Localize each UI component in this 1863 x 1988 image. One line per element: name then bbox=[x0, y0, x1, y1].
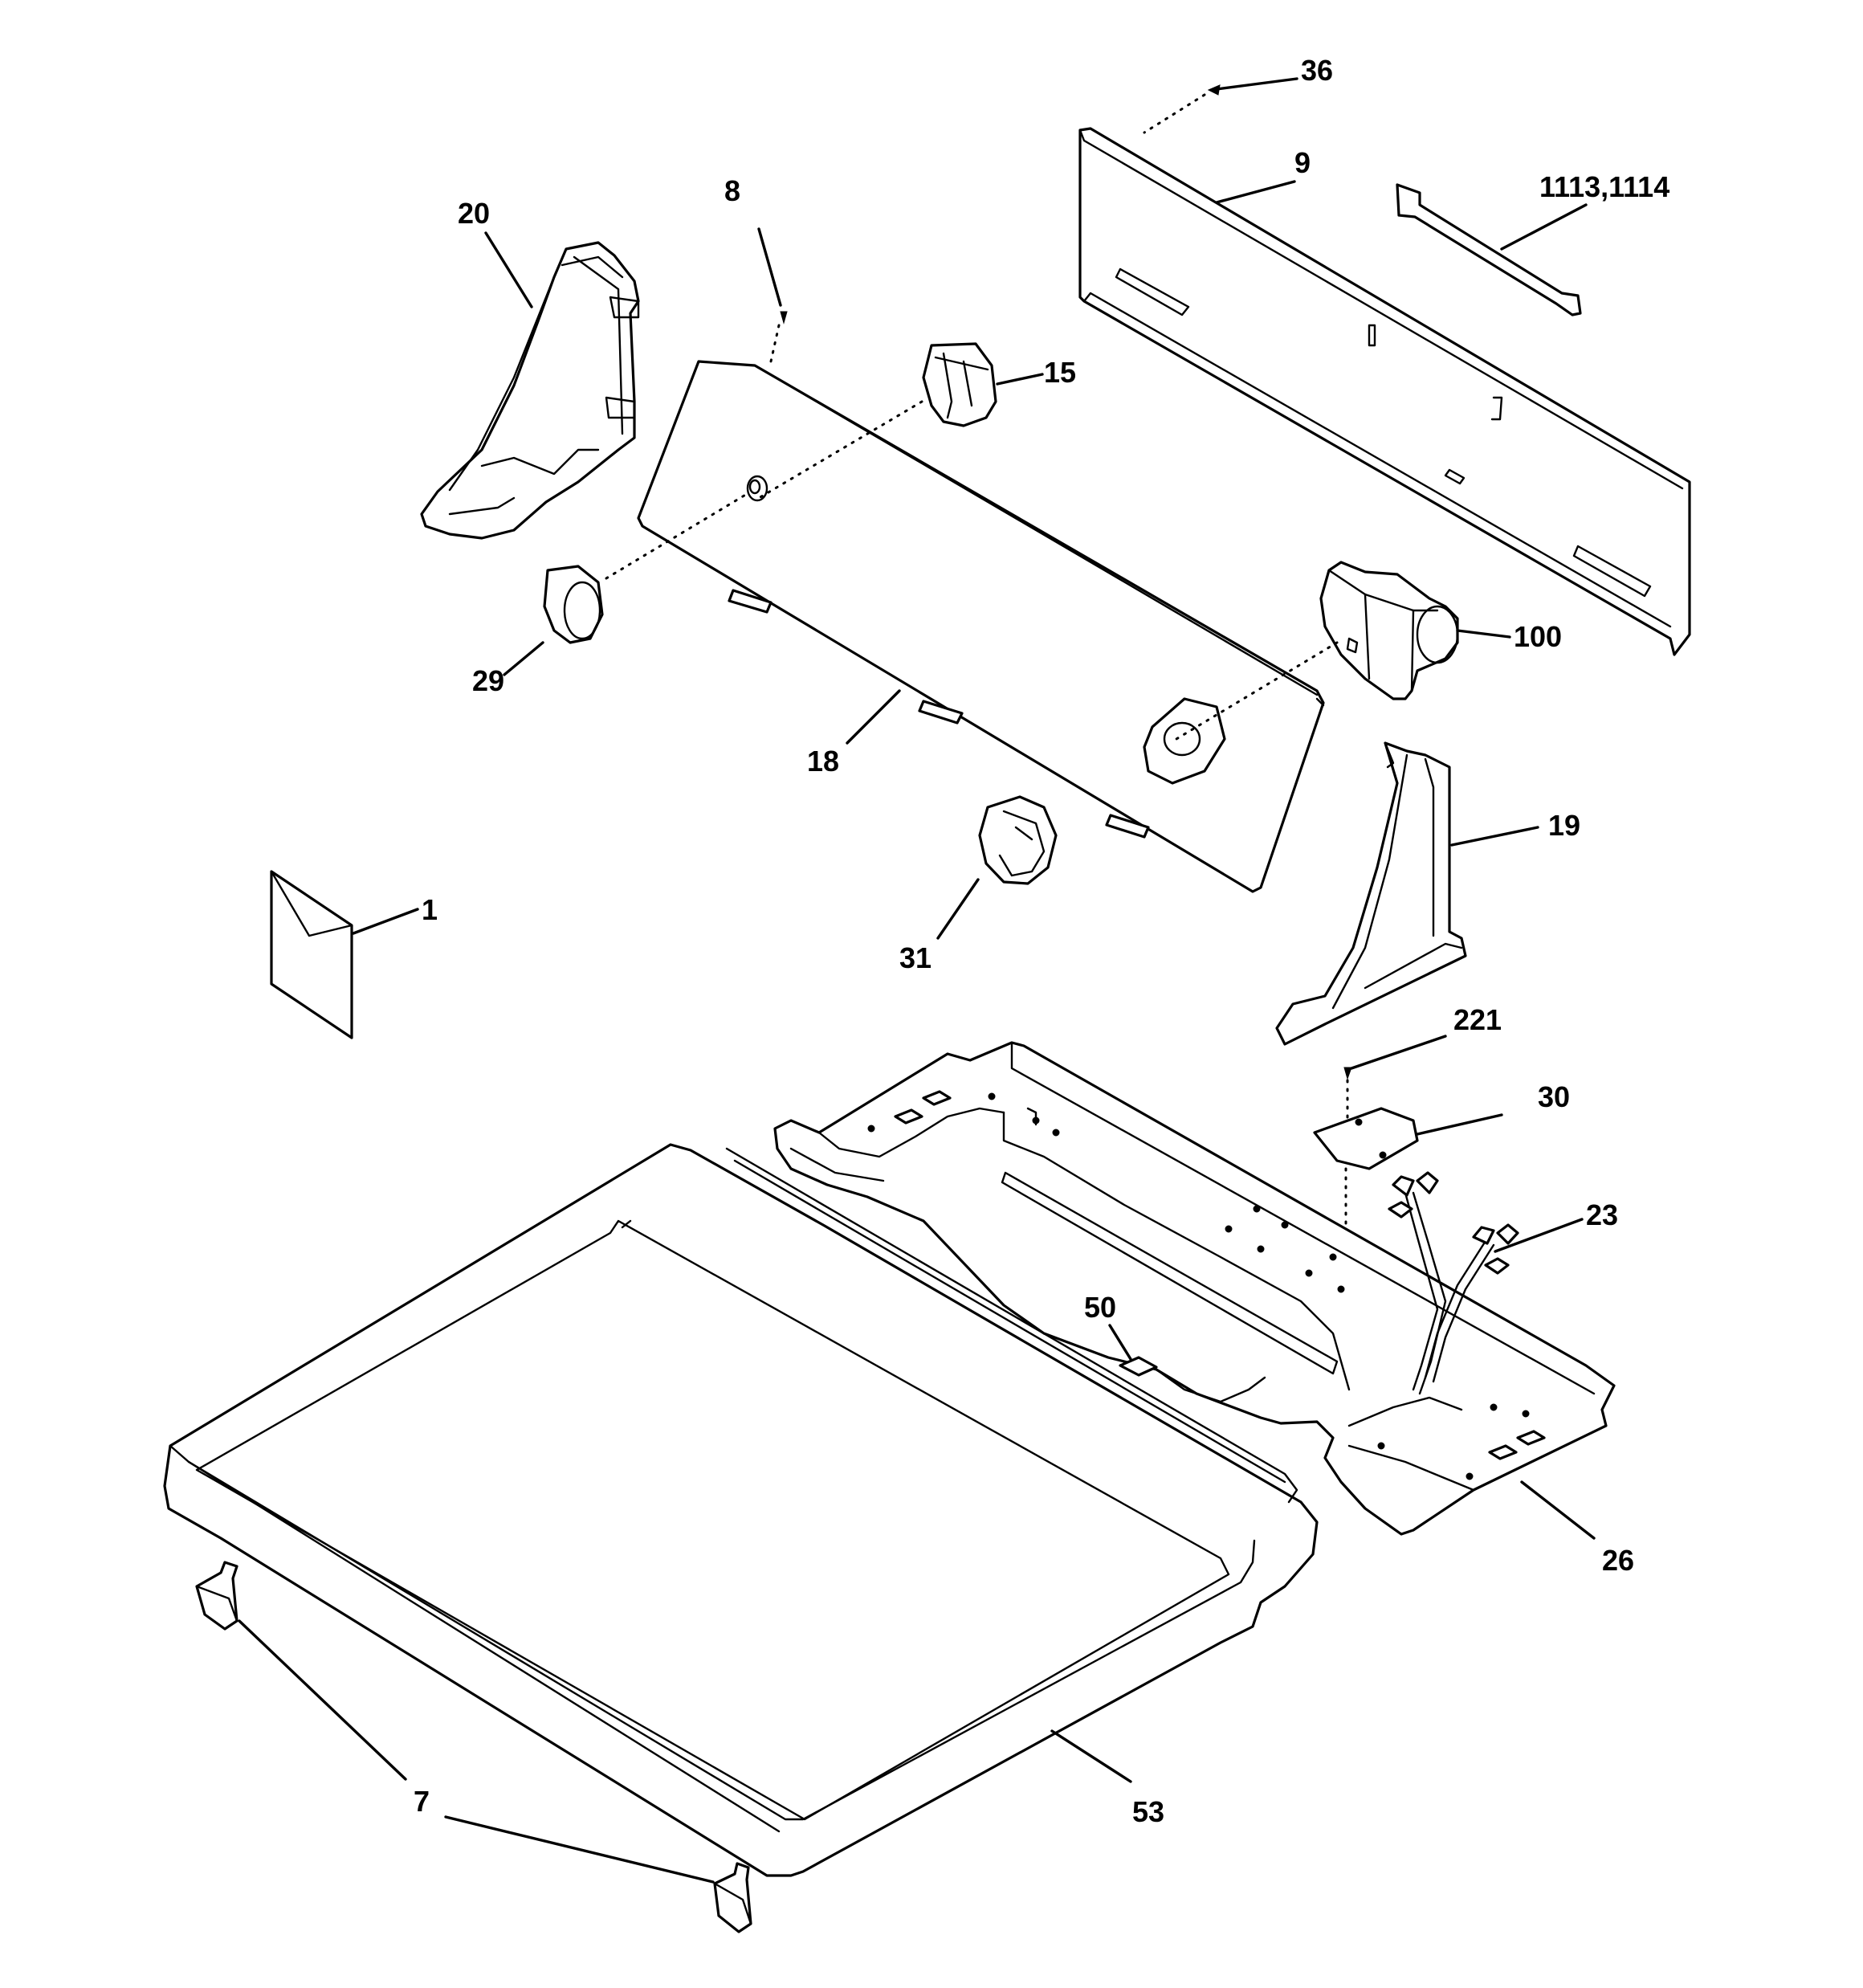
callout-19: 19 bbox=[1548, 809, 1580, 842]
part-1113-1114-bracket bbox=[1396, 183, 1588, 316]
callout-29: 29 bbox=[472, 664, 504, 697]
callout-30: 30 bbox=[1538, 1080, 1570, 1113]
part-50-clip bbox=[1108, 1324, 1266, 1403]
callout-15: 15 bbox=[1044, 356, 1076, 389]
part-36-screw bbox=[1143, 77, 1298, 134]
callout-7: 7 bbox=[414, 1785, 430, 1818]
callout-31: 31 bbox=[899, 941, 932, 974]
callout-23: 23 bbox=[1586, 1198, 1618, 1231]
part-18-control-panel bbox=[637, 360, 1325, 893]
callout-36: 36 bbox=[1301, 54, 1333, 87]
callout-labels: 36 9 1113,1114 20 8 15 100 29 18 19 1 31… bbox=[414, 54, 1669, 1828]
part-53-top-panel bbox=[163, 1143, 1319, 1877]
part-221-screw bbox=[1343, 1035, 1447, 1130]
part-29-knob bbox=[503, 492, 748, 676]
callout-50: 50 bbox=[1084, 1291, 1116, 1324]
part-26-console-base bbox=[773, 1041, 1616, 1540]
callout-1113-1114: 1113,1114 bbox=[1539, 170, 1669, 203]
part-100-timer bbox=[1175, 561, 1511, 741]
callout-53: 53 bbox=[1132, 1795, 1164, 1828]
part-31-selector-knob bbox=[936, 795, 1058, 940]
callout-26: 26 bbox=[1602, 1544, 1634, 1577]
part-1-instruction-booklet bbox=[270, 870, 419, 1039]
callout-18: 18 bbox=[807, 745, 839, 778]
callout-1: 1 bbox=[422, 893, 438, 926]
part-8-screw bbox=[757, 227, 788, 363]
callout-100: 100 bbox=[1514, 620, 1562, 653]
callout-20: 20 bbox=[458, 197, 490, 230]
part-15-switch bbox=[757, 342, 1044, 500]
callout-8: 8 bbox=[724, 174, 740, 207]
part-7-clips bbox=[195, 1561, 752, 1933]
callout-9: 9 bbox=[1294, 146, 1311, 179]
part-19-right-endcap bbox=[1275, 741, 1539, 1046]
part-20-left-endcap bbox=[420, 231, 640, 540]
part-9-rear-panel bbox=[1078, 127, 1691, 656]
part-23-wire-harness bbox=[1388, 1171, 1584, 1395]
callout-221: 221 bbox=[1453, 1003, 1502, 1036]
